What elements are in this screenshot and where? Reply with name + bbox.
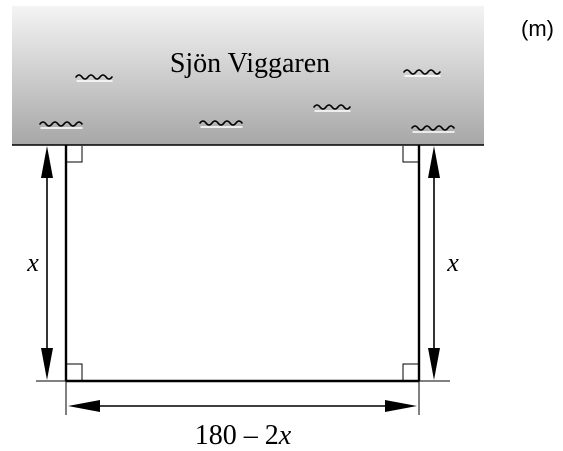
arrowhead-up-icon	[41, 146, 53, 178]
bottom-dimension-arrow	[68, 400, 417, 412]
bottom-side-label-variable: x	[278, 420, 292, 451]
extension-lines	[36, 380, 450, 415]
wave-icon	[403, 69, 441, 77]
wave-icon	[75, 74, 113, 82]
right-angle-marker-top-right	[402, 146, 418, 163]
arrowhead-up-icon	[428, 146, 440, 178]
right-angle-marker-bottom-right	[402, 363, 418, 380]
bottom-side-label: 180 – 2x	[195, 420, 292, 451]
left-dimension-arrow	[41, 146, 53, 380]
right-angle-marker-bottom-left	[67, 363, 83, 380]
unit-label: (m)	[521, 16, 554, 41]
bottom-side-label-text: 180 – 2	[195, 420, 279, 451]
wave-icon	[411, 125, 455, 133]
right-angle-markers	[67, 146, 418, 380]
arrowhead-down-icon	[428, 348, 440, 380]
wave-icon	[313, 104, 351, 112]
wave-icon	[39, 121, 83, 129]
fence	[64, 145, 421, 383]
arrowhead-down-icon	[41, 348, 53, 380]
left-side-label: x	[26, 248, 39, 277]
wave-icon	[199, 120, 243, 128]
right-angle-marker-top-left	[67, 146, 83, 163]
right-dimension-arrow	[428, 146, 440, 380]
lake: Sjön Viggaren	[12, 6, 484, 146]
arrowhead-right-icon	[385, 400, 417, 412]
right-side-label: x	[446, 248, 459, 277]
lake-name: Sjön Viggaren	[170, 48, 330, 79]
arrowhead-left-icon	[68, 400, 100, 412]
